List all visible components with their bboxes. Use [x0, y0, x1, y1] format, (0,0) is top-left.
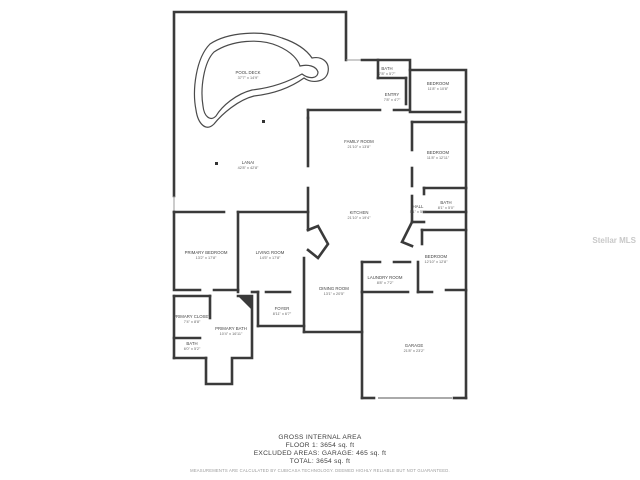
room-name: FOYER	[275, 306, 290, 311]
room-dimensions: 6'0" x 5'2"	[184, 347, 201, 351]
room-dimensions: 7'8" x 5'7"	[379, 72, 396, 76]
room-dimensions: 42'8" x 42'8"	[238, 166, 259, 170]
room-dimensions: 8'11" x 6'7"	[273, 312, 292, 316]
measurement-disclaimer: MEASUREMENTS ARE CALCULATED BY CUBICASA …	[190, 468, 450, 473]
deck-marker	[215, 162, 218, 165]
room-dimensions: 7'8" x 4'7"	[384, 98, 401, 102]
room-dimensions: 21'10" x 13'8"	[348, 145, 372, 149]
room-dimensions: 5'1" x 5'9"	[410, 210, 427, 214]
room-name: BEDROOM	[425, 254, 448, 259]
room-dimensions: 21'10" x 19'4"	[348, 216, 372, 220]
room-name: KITCHEN	[350, 210, 369, 215]
room-name: LIVING ROOM	[256, 250, 285, 255]
room-name: LANAI	[242, 160, 254, 165]
room-name: PRIMARY CLOSET	[173, 314, 211, 319]
room-dimensions: 21'8" x 23'2"	[404, 349, 425, 353]
room-name: BEDROOM	[427, 81, 450, 86]
watermark: Stellar MLS	[592, 236, 636, 245]
primary-bath-corner-fill	[238, 296, 252, 310]
room-dimensions: 7'4" x 8'8"	[184, 320, 201, 324]
lanai-enclosure	[172, 10, 362, 212]
room-name: DINING ROOM	[319, 286, 349, 291]
area-summary-floor: FLOOR 1: 3654 sq. ft	[285, 442, 355, 449]
room-dimensions: 8'1" x 5'0"	[438, 206, 455, 210]
room-name: PRIMARY BEDROOM	[185, 250, 228, 255]
pool-inner-outline	[201, 40, 319, 119]
room-name: LAUNDRY ROOM	[368, 275, 403, 280]
room-name: POOL DECK	[236, 70, 261, 75]
room-name: BEDROOM	[427, 150, 450, 155]
room-name: FAMILY ROOM	[344, 139, 374, 144]
room-name: BATH	[440, 200, 451, 205]
room-dimensions: 10'4" x 16'11"	[220, 332, 243, 336]
room-dimensions: 8'8" x 7'2"	[377, 281, 394, 285]
room-dimensions: 11'8" x 10'8"	[428, 87, 449, 91]
room-dimensions: 12'10" x 12'8"	[425, 260, 449, 264]
room-name: GARAGE	[405, 343, 424, 348]
room-name: ENTRY	[385, 92, 400, 97]
deck-marker	[262, 120, 265, 123]
area-summary-excluded: EXCLUDED AREAS: GARAGE: 465 sq. ft	[253, 450, 387, 457]
room-dimensions: 11'8" x 12'11"	[427, 156, 450, 160]
area-summary-title: GROSS INTERNAL AREA	[278, 434, 362, 441]
pool-outline	[193, 32, 329, 128]
house-walls	[172, 58, 468, 400]
room-dimensions: 13'2" x 17'8"	[196, 256, 217, 260]
room-dimensions: 14'5" x 17'8"	[260, 256, 281, 260]
room-name: BATH	[186, 341, 197, 346]
room-name: PRIMARY BATH	[215, 326, 247, 331]
room-dimensions: 13'1" x 20'5"	[324, 292, 345, 296]
room-dimensions: 37'7" x 14'9"	[238, 76, 259, 80]
room-labels: POOL DECK 37'7" x 14'9" LANAI 42'8" x 42…	[173, 66, 455, 353]
room-name: BATH	[381, 66, 392, 71]
area-summary-total: TOTAL: 3654 sq. ft	[289, 458, 351, 465]
room-name: HALL	[413, 204, 424, 209]
